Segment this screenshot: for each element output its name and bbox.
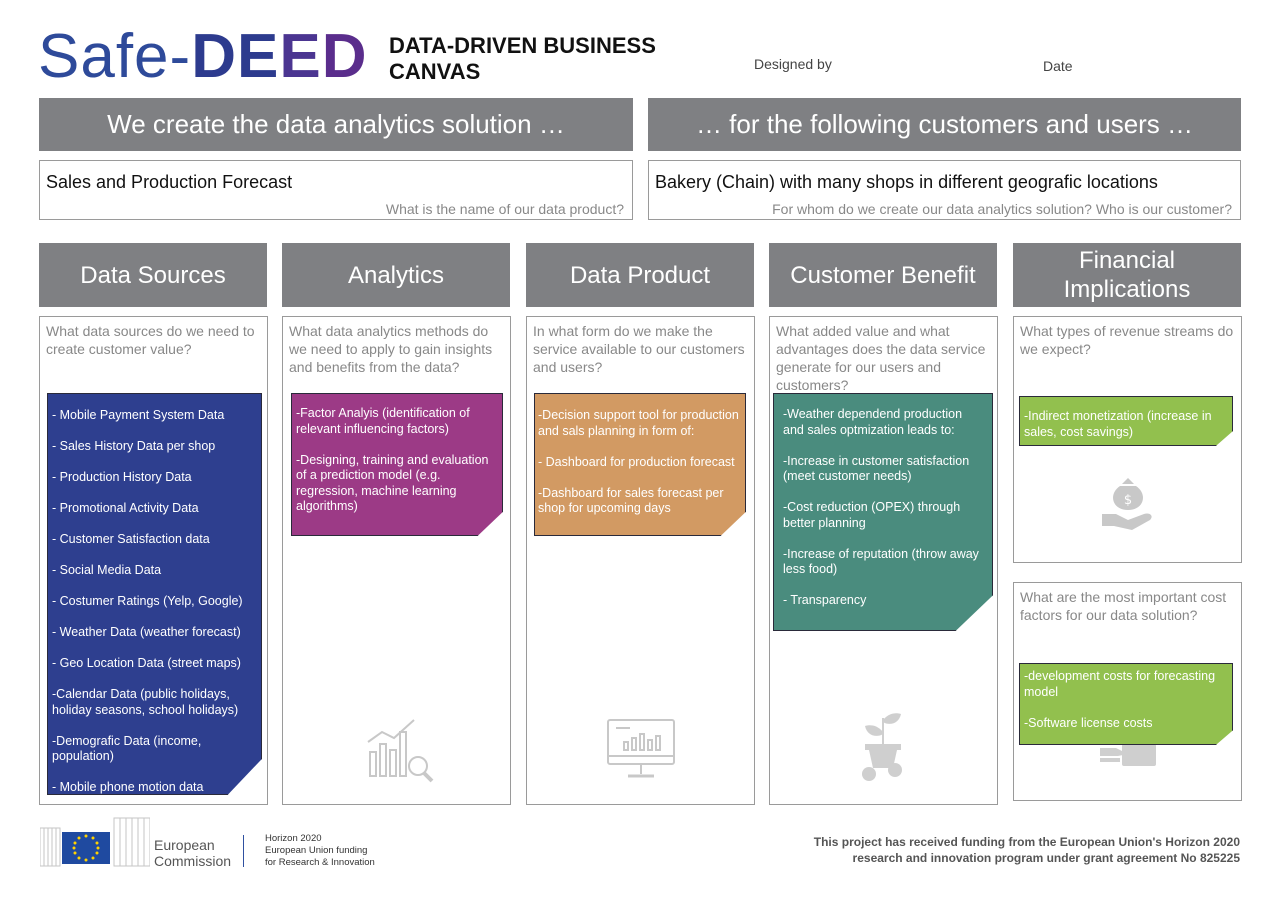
list-item: - Production History Data [52, 470, 192, 484]
data-product-note[interactable]: -Decision support tool for production an… [534, 393, 746, 536]
ec-line: Commission [154, 853, 232, 869]
plant-growth-icon [862, 713, 902, 781]
logo-text-deed: DEED [191, 22, 367, 91]
logo-letter: D [191, 22, 237, 91]
customer-benefit-note[interactable]: -Weather dependend production and sales … [773, 393, 993, 631]
list-item: -Dashboard for sales forecast per shop f… [538, 485, 724, 516]
cash-hand-icon [1100, 744, 1156, 766]
date-label: Date [1043, 58, 1073, 74]
solution-banner: We create the data analytics solution … [39, 98, 633, 151]
funding-line: This project has received funding from t… [813, 835, 1240, 849]
list-item: - Mobile Payment System Data [52, 408, 225, 422]
customer-box[interactable]: Bakery (Chain) with many shops in differ… [648, 160, 1241, 220]
horizon-line: European Union funding [265, 845, 368, 856]
product-name-answer: Sales and Production Forecast [46, 172, 293, 192]
analytics-note[interactable]: -Factor Analyis (identification of relev… [291, 393, 503, 536]
customers-banner: … for the following customers and users … [648, 98, 1241, 151]
eu-flag-icon [40, 817, 150, 867]
customer-answer: Bakery (Chain) with many shops in differ… [655, 172, 1158, 192]
list-item: - Social Media Data [52, 563, 162, 577]
list-item: -Cost reduction (OPEX) through better pl… [783, 500, 961, 530]
list-item: - Geo Location Data (street maps) [52, 656, 241, 670]
revenue-note[interactable]: -Indirect monetization (increase in sale… [1019, 396, 1233, 446]
safe-deed-logo: Safe-DEED [38, 24, 367, 90]
logo-letter: E [279, 22, 322, 91]
list-item: -Indirect monetization (increase in sale… [1024, 409, 1212, 439]
ec-line: European [154, 837, 215, 853]
header-analytics: Analytics [282, 243, 510, 307]
horizon-line: for Research & Innovation [265, 857, 375, 868]
data-sources-note[interactable]: - Mobile Payment System Data - Sales His… [47, 393, 262, 795]
list-item: - Dashboard for production forecast [538, 454, 735, 469]
list-item: - Costumer Ratings (Yelp, Google) [52, 594, 243, 608]
list-item: - Customer Satisfaction data [52, 532, 210, 546]
list-item: - Transparency [783, 593, 867, 607]
data-product-question: In what form do we make the service avai… [533, 323, 745, 375]
list-item: - Mobile phone motion data [52, 780, 204, 794]
header-financial-implications: Financial Implications [1013, 243, 1241, 307]
cost-note[interactable]: -development costs for forecasting model… [1019, 663, 1233, 745]
logo-letter: D [321, 22, 368, 91]
horizon-2020-label: Horizon 2020 European Union funding for … [265, 833, 375, 869]
data-sources-question: What data sources do we need to create c… [46, 323, 255, 357]
money-hand-icon: $ [1102, 478, 1152, 530]
revenue-question: What types of revenue streams do we expe… [1020, 323, 1234, 357]
list-item: -Decision support tool for production an… [538, 408, 739, 438]
funding-line: research and innovation program under gr… [852, 851, 1240, 865]
product-name-question: What is the name of our data product? [385, 201, 624, 217]
list-item: -Weather dependend production and sales … [783, 407, 963, 437]
list-item: - Weather Data (weather forecast) [52, 625, 241, 639]
logo-text-safe: Safe- [38, 22, 192, 91]
horizon-line: Horizon 2020 [265, 833, 322, 844]
list-item: -Software license costs [1024, 715, 1153, 730]
customer-question: For whom do we create our data analytics… [772, 201, 1232, 217]
european-commission-label: European Commission [154, 837, 231, 869]
funding-statement: This project has received funding from t… [770, 834, 1240, 866]
header-customer-benefit: Customer Benefit [769, 243, 997, 307]
footer-divider [243, 835, 244, 867]
product-name-box[interactable]: Sales and Production Forecast What is th… [39, 160, 633, 220]
dollar-glyph: $ [1124, 493, 1132, 508]
analytics-chart-icon [367, 719, 434, 783]
list-item: - Promotional Activity Data [52, 501, 199, 515]
list-item: -Factor Analyis (identification of relev… [296, 406, 470, 436]
logo-letter: E [236, 22, 280, 91]
list-item: -Calendar Data (public holidays, holiday… [52, 687, 239, 717]
list-item: - Sales History Data per shop [52, 439, 216, 453]
list-item: -Increase in customer satisfaction (meet… [783, 453, 970, 484]
canvas-title: DATA-DRIVEN BUSINESS CANVAS [389, 33, 656, 84]
header-data-sources: Data Sources [39, 243, 267, 307]
header-data-product: Data Product [526, 243, 754, 307]
list-item: -Increase of reputation (throw away less… [783, 546, 979, 577]
cost-question: What are the most important cost factors… [1020, 589, 1227, 623]
list-item: -Designing, training and evaluation of a… [296, 452, 489, 514]
analytics-question: What data analytics methods do we need t… [289, 323, 493, 375]
list-item: -development costs for forecasting model [1024, 669, 1216, 699]
monitor-dashboard-icon [607, 719, 675, 778]
list-item: -Demografic Data (income, population) [52, 733, 202, 764]
customer-benefit-question: What added value and what advantages doe… [776, 323, 986, 393]
designed-by-label: Designed by [754, 56, 832, 72]
